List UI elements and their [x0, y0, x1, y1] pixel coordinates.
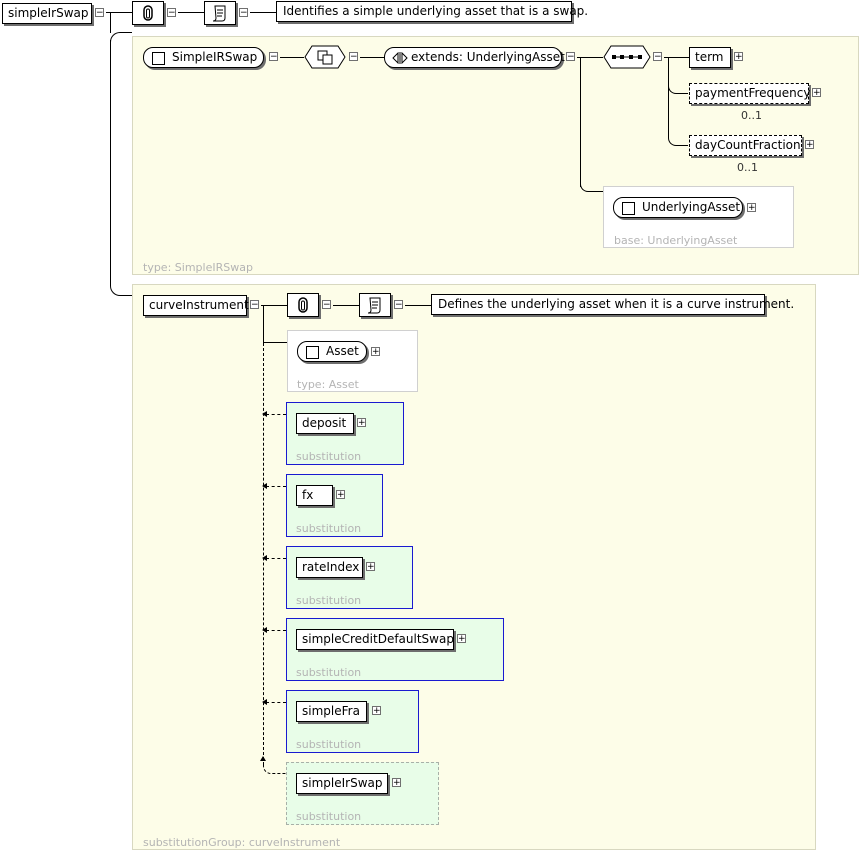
element-fx[interactable]: fx	[296, 485, 333, 506]
collapse-toggle-icon[interactable]: −	[167, 8, 176, 18]
complex-type-icon	[152, 52, 165, 65]
expand-toggle-icon[interactable]: +	[371, 347, 380, 357]
base-caption: base: UnderlyingAsset	[614, 234, 738, 247]
collapse-toggle-icon[interactable]: −	[269, 52, 278, 62]
root-documentation-text: Identifies a simple underlying asset tha…	[276, 1, 588, 22]
expand-toggle-icon[interactable]: +	[357, 418, 366, 428]
expand-toggle-icon[interactable]: +	[812, 88, 821, 98]
sequence-icon[interactable]	[603, 45, 651, 70]
expand-toggle-icon[interactable]: +	[366, 562, 375, 572]
element-term[interactable]: term	[689, 47, 731, 68]
documentation-scroll-icon[interactable]	[359, 293, 391, 317]
occurrence-label: 0..1	[737, 161, 758, 174]
expand-toggle-icon[interactable]: +	[392, 778, 401, 788]
expand-toggle-icon[interactable]: +	[372, 706, 381, 716]
expand-toggle-icon[interactable]: +	[734, 52, 743, 62]
occurrence-label: 0..1	[741, 109, 762, 122]
substitution-caption: substitution	[296, 738, 362, 751]
type-caption: type: SimpleIRSwap	[143, 261, 253, 274]
element-deposit[interactable]: deposit	[296, 413, 354, 434]
element-simplefra[interactable]: simpleFra	[296, 701, 367, 722]
collapse-toggle-icon[interactable]: −	[322, 300, 331, 310]
substitution-caption: substitution	[296, 522, 362, 535]
substitution-group-caption: substitutionGroup: curveInstrument	[143, 836, 341, 849]
curveinstrument-documentation-text: Defines the underlying asset when it is …	[431, 294, 794, 315]
substitution-caption: substitution	[296, 810, 362, 823]
element-daycountfraction[interactable]: dayCountFraction	[689, 135, 802, 156]
complex-type-icon	[306, 346, 319, 359]
complex-type-simpleirswap[interactable]: SimpleIRSwap	[143, 47, 264, 68]
asset-type-caption: type: Asset	[297, 378, 359, 391]
complex-type-underlyingasset[interactable]: UnderlyingAsset	[613, 197, 743, 218]
collapse-toggle-icon[interactable]: −	[653, 52, 662, 62]
element-simpleirswap[interactable]: simpleIrSwap	[296, 773, 388, 794]
element-simplecreditdefaultswap[interactable]: simpleCreditDefaultSwap	[296, 629, 454, 650]
expand-toggle-icon[interactable]: +	[747, 203, 756, 213]
element-paymentfrequency[interactable]: paymentFrequency	[689, 83, 810, 104]
compositor-icon[interactable]	[304, 45, 346, 70]
complex-type-asset[interactable]: Asset	[297, 341, 367, 362]
element-curveinstrument[interactable]: curveInstrument	[143, 295, 249, 316]
expand-toggle-icon[interactable]: +	[336, 490, 345, 500]
element-rateindex[interactable]: rateIndex	[296, 557, 363, 578]
collapse-toggle-icon[interactable]: −	[250, 300, 259, 310]
complex-type-icon	[622, 202, 635, 215]
extension-node[interactable]: extends: UnderlyingAsset	[384, 47, 565, 68]
collapse-toggle-icon[interactable]: −	[349, 52, 358, 62]
substitution-group-panel	[132, 284, 816, 850]
expand-toggle-icon[interactable]: +	[805, 140, 814, 150]
annotation-paperclip-icon[interactable]	[287, 293, 319, 317]
collapse-toggle-icon[interactable]: −	[394, 300, 403, 310]
substitution-caption: substitution	[296, 450, 362, 463]
extension-icon	[392, 52, 408, 64]
collapse-toggle-icon[interactable]: −	[95, 8, 104, 18]
collapse-toggle-icon[interactable]: −	[566, 52, 575, 62]
root-element[interactable]: simpleIrSwap	[2, 3, 92, 24]
collapse-toggle-icon[interactable]: −	[239, 8, 248, 18]
substitution-caption: substitution	[296, 666, 362, 679]
expand-toggle-icon[interactable]: +	[457, 634, 466, 644]
documentation-scroll-icon[interactable]	[204, 1, 236, 25]
annotation-paperclip-icon[interactable]	[132, 1, 164, 25]
substitution-caption: substitution	[296, 594, 362, 607]
